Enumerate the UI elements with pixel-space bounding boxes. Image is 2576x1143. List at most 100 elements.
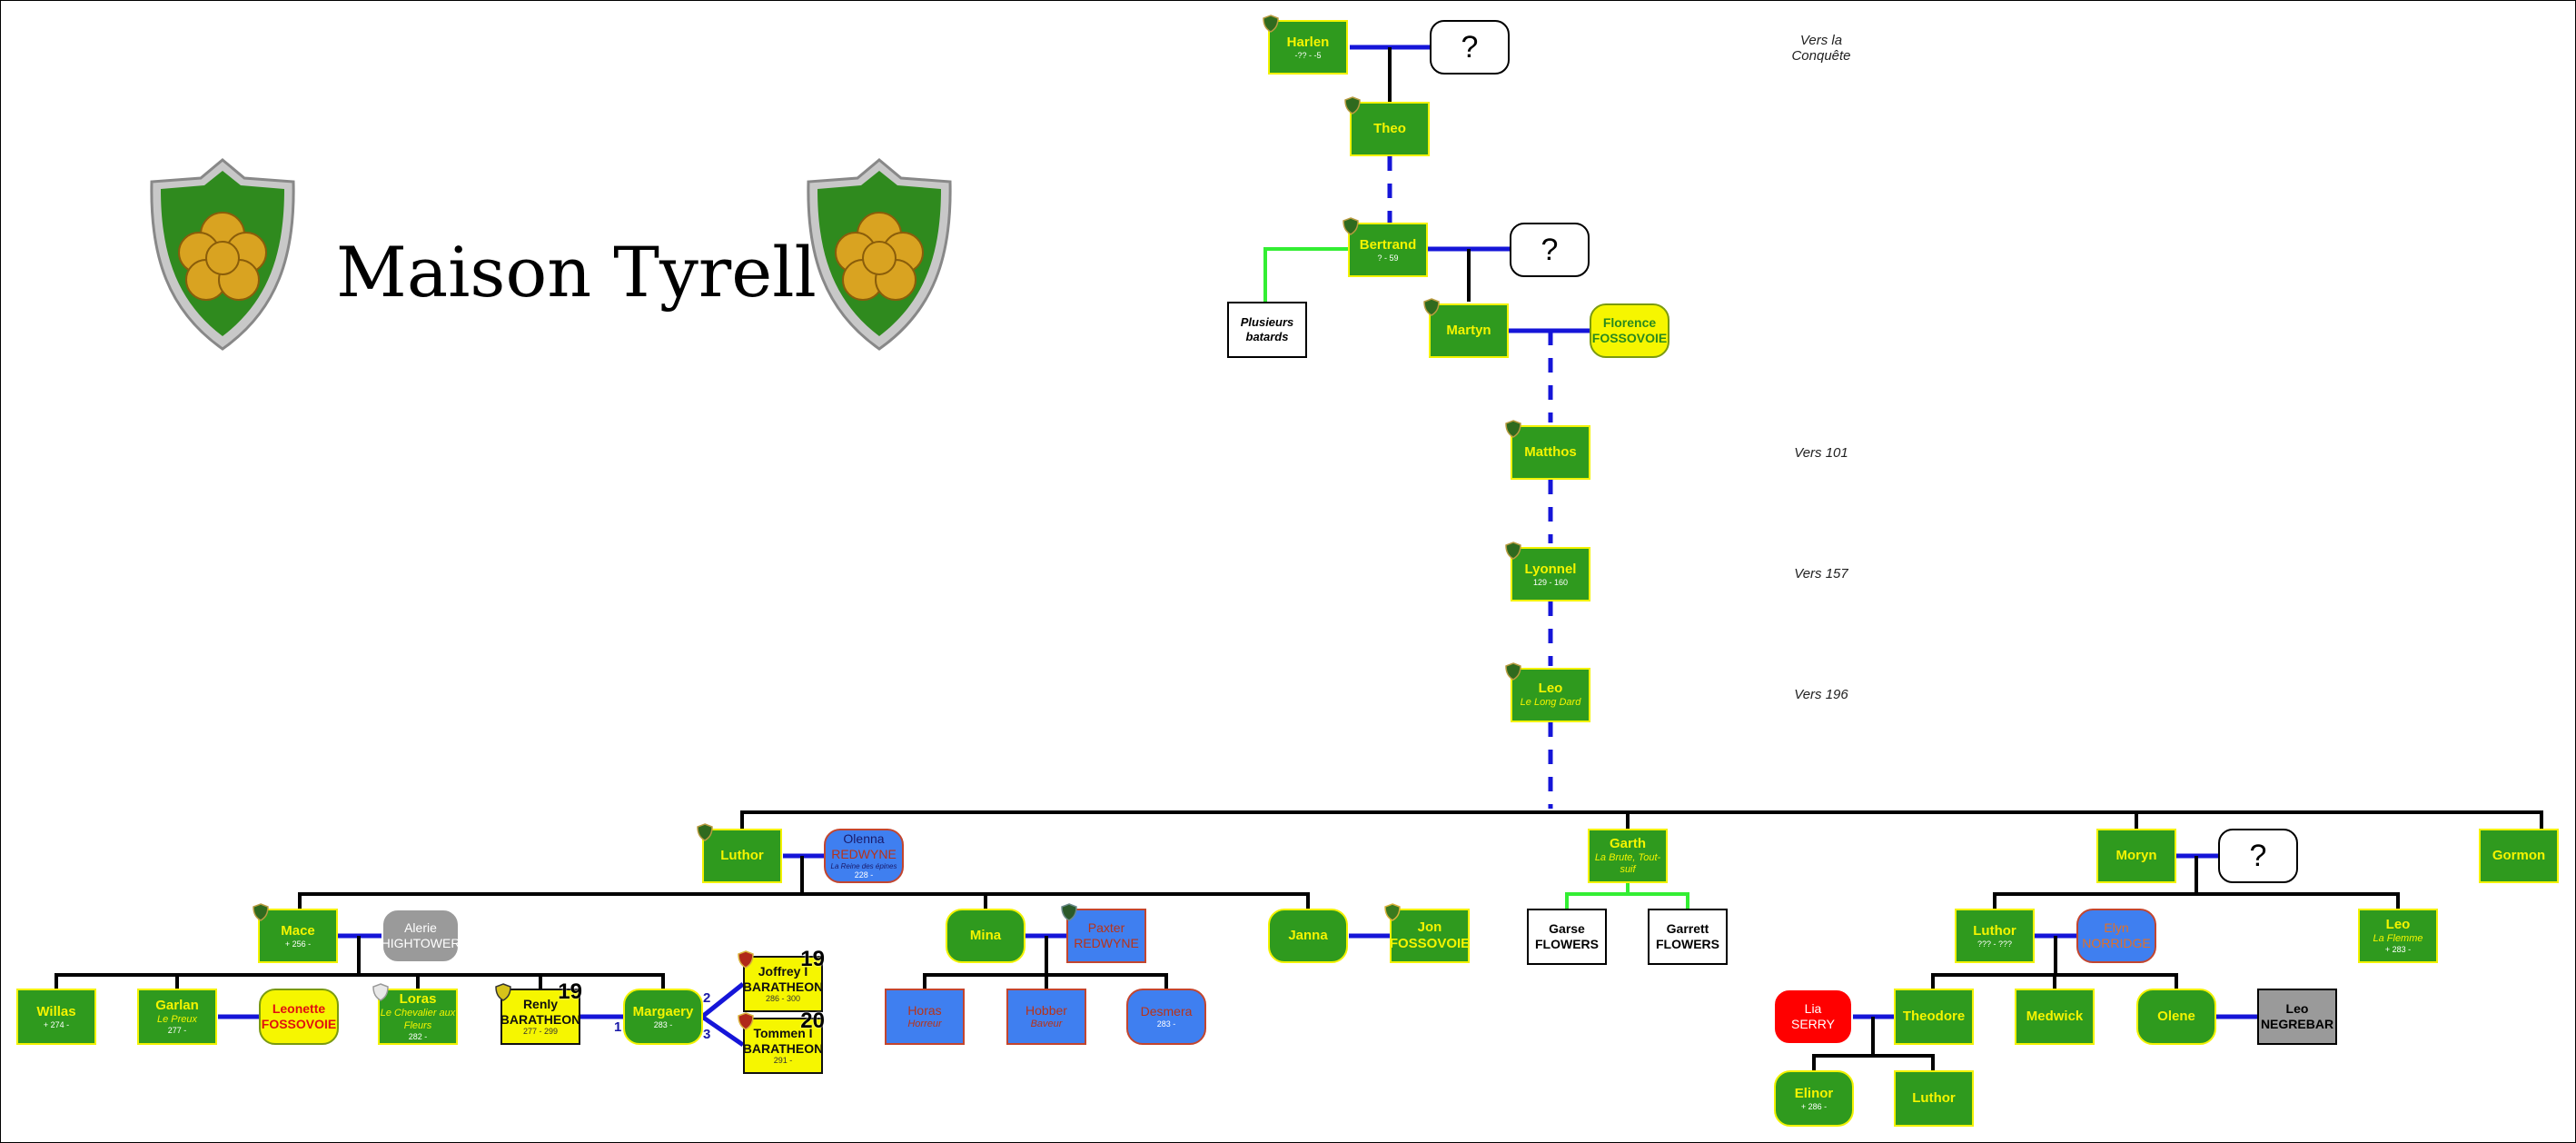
page-title: Maison Tyrell [336,232,817,313]
person-house: HIGHTOWER [381,936,461,950]
person-dates: 291 - [773,1056,793,1066]
person-name: Leonette [272,1001,326,1017]
person-bertrand[interactable]: Bertrand ? - 59 [1342,217,1428,277]
person-name: Plusieurs batards [1240,315,1294,343]
person-name: Elinor [1794,1085,1834,1101]
person-name: Garse [1549,921,1585,937]
person-house: NEGREBAR [2260,1017,2334,1031]
person-name: Desmera [1140,1004,1193,1019]
person-name: Martyn [1446,323,1491,338]
marriage-order-number: 3 [703,1027,711,1042]
person-leo-la-flemme[interactable]: Leo La Flemme + 283 - [2358,909,2438,963]
person-dates: 129 - 160 [1532,577,1569,587]
person-dates: 283 - [1156,1019,1176,1029]
person-jon-fossovoie[interactable]: Jon FOSSOVOIE [1384,903,1470,963]
person-mina[interactable]: Mina [946,909,1025,963]
person-house: REDWYNE [831,846,897,861]
person-lia[interactable]: Lia SERRY [1773,989,1853,1045]
person-name: Garth [1609,835,1646,851]
person-joffrey[interactable]: Joffrey I BARATHEON 286 - 300 19 [738,947,825,1012]
marriage-line [700,1014,745,1048]
rose-crest-icon [1505,420,1521,438]
person-mace[interactable]: Mace + 256 - [253,903,338,963]
person-loras[interactable]: Loras Le Chevalier aux Fleurs 282 - [372,983,458,1045]
person-name: Hobber [1025,1003,1067,1018]
person-florence[interactable]: Florence FOSSOVOIE [1590,303,1669,358]
person-name: Jon [1417,919,1442,935]
person-name: Paxter [1087,920,1125,936]
person-janna[interactable]: Janna [1268,909,1348,963]
person-name: Olenna [843,831,885,846]
person-gormon[interactable]: Gormon [2479,829,2559,883]
person-leo-negrebar[interactable]: Leo NEGREBAR [2257,989,2337,1045]
person-willas[interactable]: Willas + 274 - [16,989,96,1045]
person-paxter[interactable]: Paxter REDWYNE [1061,903,1146,963]
person-leo-long-dard[interactable]: Leo Le Long Dard [1505,662,1590,722]
redwyne-crest-icon [1061,903,1077,921]
person-name: Florence [1602,315,1657,331]
person-elyn[interactable]: Elyn NORRIDGE [2076,909,2156,963]
person-leonette[interactable]: Leonette FOSSOVOIE [259,989,339,1045]
person-luthor[interactable]: Luthor [697,823,782,883]
person-dates: ??? - ??? [1977,939,2013,949]
person-renly[interactable]: Renly BARATHEON 277 - 299 19 [495,979,582,1045]
era-label: Vers 101 [1794,445,1848,461]
person-harlen[interactable]: Harlen -?? - -5 [1263,15,1348,75]
person-dates: 282 - [408,1031,428,1041]
bastard-line [1628,892,1689,909]
person-house: NORRIDGE [2082,936,2151,950]
person-name: Harlen [1286,34,1330,50]
rose-crest-icon [253,903,269,921]
person-theodore[interactable]: Theodore [1894,989,1974,1045]
person-olene[interactable]: Olene [2136,989,2216,1045]
rose-crest-icon [697,823,713,841]
person-name: Leo [2285,1001,2309,1017]
person-name: Renly [522,996,559,1011]
person-dates: 286 - 300 [765,994,801,1004]
person-name: Luthor [1912,1090,1956,1106]
person-epithet: Le Preux [156,1014,198,1025]
person-desmera[interactable]: Desmera 283 - [1126,989,1206,1045]
person-hobber[interactable]: Hobber Baveur [1006,989,1086,1045]
person-martyn[interactable]: Martyn [1423,298,1509,358]
person-name: Garlan [155,998,199,1013]
person-bastards[interactable]: Plusieurs batards [1227,302,1307,358]
person-moryn[interactable]: Moryn [2096,829,2176,883]
person-margaery[interactable]: Margaery 283 - [623,989,703,1045]
person-horas[interactable]: Horas Horreur [885,989,965,1045]
rose-crest-icon [1342,217,1359,235]
person-name: Joffrey I [758,963,808,979]
person-name: Mace [281,922,315,939]
lannister-crest-icon [738,1012,754,1030]
person-tommen[interactable]: Tommen I BARATHEON 291 - 20 [738,1009,825,1074]
person-garse[interactable]: Garse FLOWERS [1527,909,1607,965]
bastard-line [1565,883,1630,909]
person-theo[interactable]: Theo [1344,96,1430,156]
person-elinor[interactable]: Elinor + 286 - [1774,1070,1854,1127]
person-medwick[interactable]: Medwick [2015,989,2095,1045]
person-luthor-theodore-son[interactable]: Luthor [1894,1070,1974,1127]
person-garlan[interactable]: Garlan Le Preux 277 - [137,989,217,1045]
person-house: BARATHEON [742,1040,824,1056]
person-name: Theodore [1902,1009,1966,1024]
person-lyonnel[interactable]: Lyonnel 129 - 160 [1505,542,1590,601]
stag-crest-icon [495,983,511,1001]
rose-crest-icon [1263,15,1279,33]
rose-crest-icon [1344,96,1361,114]
person-olenna[interactable]: Olenna REDWYNE La Reine des épines 228 - [824,829,904,883]
person-garth[interactable]: Garth La Brute, Tout-suif [1588,829,1668,883]
person-dates: -?? - -5 [1294,50,1322,60]
person-alerie[interactable]: Alerie HIGHTOWER [381,909,460,963]
person-luthor-moryn-son[interactable]: Luthor ??? - ??? [1955,909,2035,963]
person-house: REDWYNE [1074,936,1139,950]
person-name: Bertrand [1359,236,1417,253]
lannister-crest-icon [738,950,754,969]
person-name: Lia [1804,1001,1822,1017]
person-name: Elyn [2104,920,2129,936]
reign-badge: 19 [800,947,825,971]
person-dates: + 274 - [43,1019,70,1029]
marriage-line [700,982,745,1019]
unknown-spouse: ? [1510,223,1590,277]
person-garrett[interactable]: Garrett FLOWERS [1648,909,1728,965]
person-matthos[interactable]: Matthos [1505,420,1590,480]
